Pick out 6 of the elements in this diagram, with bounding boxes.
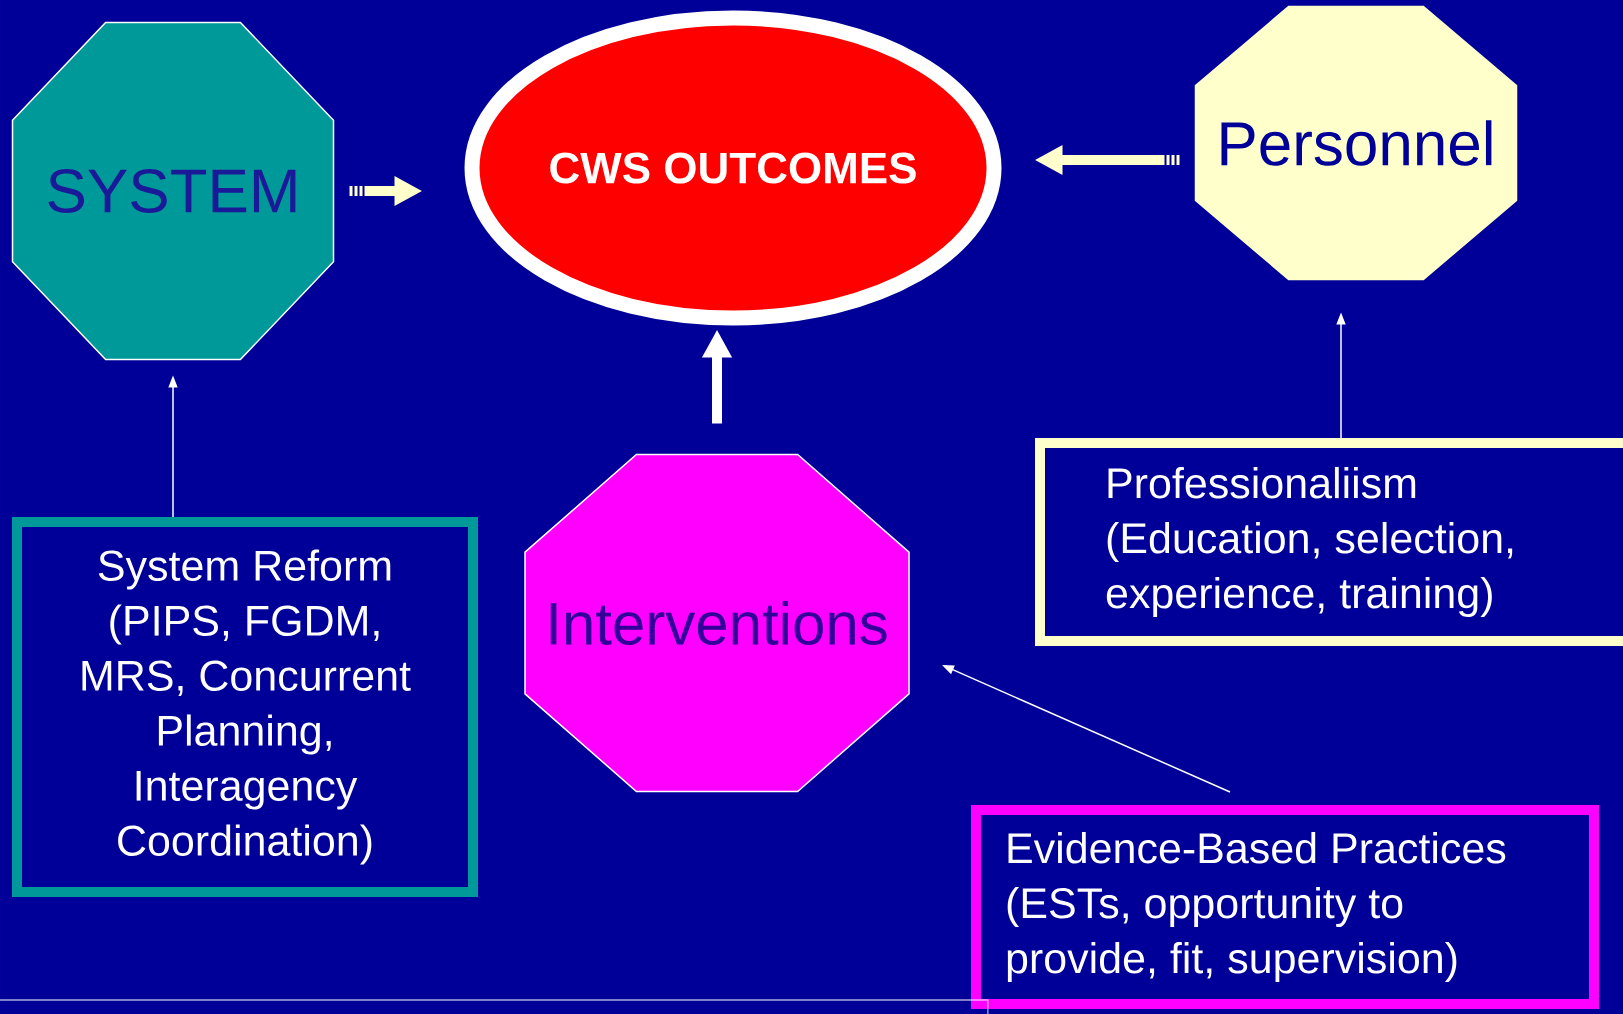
octagon: Interventions bbox=[524, 453, 910, 793]
text-box: System Reform (PIPS, FGDM, MRS, Concurrent Planning, Interagency Coordination) bbox=[12, 517, 478, 897]
octagon: Personnel bbox=[1194, 5, 1518, 281]
text-box: Evidence-Based Practices (ESTs, opportunity to provide, fit, supervision) bbox=[971, 805, 1599, 1009]
text-box: Professionaliism (Education, selection, experience, training) bbox=[1035, 438, 1623, 646]
octagon: SYSTEM bbox=[11, 21, 335, 361]
